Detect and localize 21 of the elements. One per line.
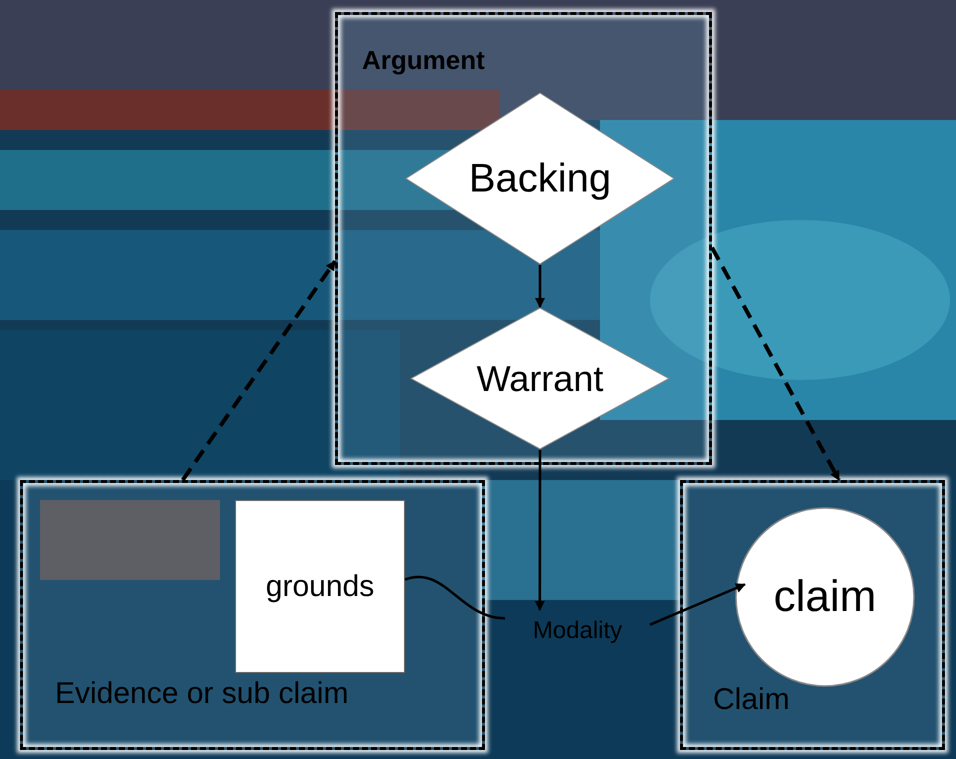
- arrow: [534, 450, 545, 611]
- arrow: [181, 260, 337, 482]
- process-box: [235, 500, 405, 673]
- node-label: Backing: [468, 156, 612, 201]
- node-label: claim: [774, 572, 876, 622]
- text-label: Modality: [505, 610, 650, 652]
- group-title: Evidence or sub claim: [55, 677, 348, 711]
- arrow: [710, 246, 841, 481]
- group-box: [335, 12, 712, 465]
- arrow: [650, 583, 746, 626]
- group-title: Claim: [713, 683, 790, 717]
- circle-node: [735, 507, 915, 687]
- node-label: grounds: [266, 570, 374, 604]
- group-box: [20, 480, 485, 750]
- decision-diamond: [405, 92, 675, 265]
- group-title: Argument: [362, 45, 485, 76]
- group-box: [680, 480, 945, 750]
- arrow: [535, 265, 545, 308]
- connector-line: [404, 576, 506, 620]
- decision-diamond: [410, 307, 670, 450]
- node-label: Warrant: [476, 358, 604, 400]
